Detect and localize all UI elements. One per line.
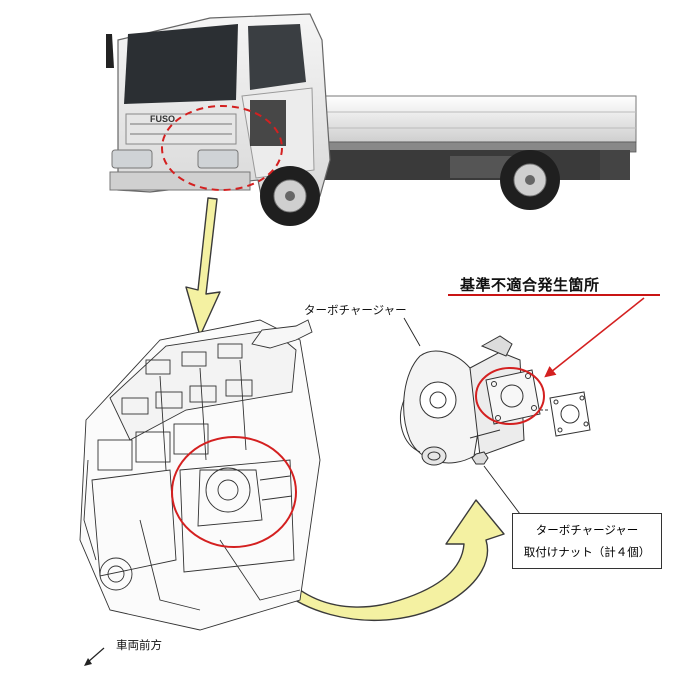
truck-grille (125, 113, 237, 145)
vehicle-front-arrow (87, 647, 105, 663)
turbocharger-label: ターボチャージャー (304, 303, 407, 317)
nut-callout-leader (483, 465, 521, 515)
nut-callout-line1: ターボチャージャー (535, 523, 639, 537)
truck-windshield (124, 24, 238, 104)
truck-illustration: FUSO (106, 13, 637, 226)
title-underline (448, 294, 660, 296)
nut-callout-box: ターボチャージャー 取付けナット（計４個） (512, 513, 662, 569)
truck-door-window (248, 24, 306, 90)
truck-cargo-bed (317, 95, 637, 143)
nonconformity-location-title: 基準不適合発生箇所 (460, 276, 600, 294)
flange-highlight-circle (475, 367, 545, 425)
engine-location-dashed-circle (161, 105, 283, 191)
vehicle-front-label: 車両前方 (116, 638, 162, 652)
engine-line-drawing (79, 319, 321, 631)
turbo-label-leader (403, 317, 421, 347)
truck-brand-logo: FUSO (150, 114, 175, 124)
curved-arrow (251, 499, 505, 621)
engine-turbo-highlight-circle (171, 436, 297, 548)
title-pointer-arrow (544, 297, 645, 378)
down-arrow (185, 197, 221, 337)
nut-callout-line2: 取付けナット（計４個） (523, 545, 651, 559)
truck-front-wheel (260, 166, 320, 226)
truck-rear-wheel (500, 150, 560, 210)
turbocharger-drawing (400, 335, 591, 466)
